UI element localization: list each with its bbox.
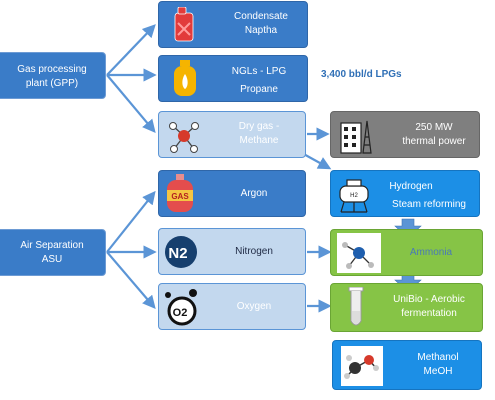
unibio-box: UniBio - Aerobic fermentation bbox=[330, 283, 483, 332]
unibio-label: UniBio - Aerobic fermentation bbox=[393, 294, 465, 319]
power-box: 250 MW thermal power bbox=[330, 111, 480, 158]
ngl-label-line2: Propane bbox=[240, 84, 278, 95]
condensate-label: Condensate Naptha bbox=[234, 11, 288, 36]
arrow-gpp-condensate bbox=[106, 24, 156, 76]
gpp-label: Gas processing plant (GPP) bbox=[17, 64, 87, 89]
nitrogen-label: Nitrogen bbox=[235, 246, 273, 257]
test-tube-icon bbox=[348, 287, 364, 326]
ammonia-molecule-icon bbox=[337, 233, 381, 273]
hydrogen-box: H2 Hydrogen Steam reforming bbox=[330, 170, 480, 217]
arrow-asu-argon bbox=[106, 190, 156, 253]
n2-icon: N2 bbox=[165, 236, 197, 268]
argon-box: GAS Argon bbox=[158, 170, 306, 217]
o2-icon: O2 bbox=[165, 289, 197, 326]
drygas-label: Dry gas - Methane bbox=[238, 121, 280, 146]
condensate-box: Condensate Naptha bbox=[158, 1, 308, 48]
methanol-box: Methanol MeOH bbox=[332, 340, 482, 390]
nitrogen-box: N2 Nitrogen bbox=[158, 228, 306, 275]
asu-label: Air Separation ASU bbox=[20, 240, 84, 265]
propane-cylinder-icon bbox=[174, 60, 196, 96]
o2-text: O2 bbox=[173, 307, 188, 319]
oxygen-label: Oxygen bbox=[236, 301, 272, 312]
storage-tank-icon: H2 bbox=[339, 179, 369, 213]
ngl-label-line1: NGLs - LPG bbox=[231, 66, 287, 77]
ammonia-label: Ammonia bbox=[409, 247, 453, 258]
methanol-label: Methanol MeOH bbox=[417, 352, 459, 377]
lpg-rate-label: 3,400 bbl/d LPGs bbox=[321, 69, 402, 80]
power-label: 250 MW thermal power bbox=[402, 122, 466, 147]
tank-text: H2 bbox=[350, 193, 358, 199]
methanol-molecule-icon bbox=[341, 346, 383, 386]
argon-label: Argon bbox=[240, 188, 268, 199]
n2-text: N2 bbox=[168, 245, 187, 262]
power-plant-icon bbox=[340, 120, 372, 154]
oxygen-box: O2 Oxygen bbox=[158, 283, 306, 330]
jerrycan-icon bbox=[174, 7, 194, 42]
ammonia-box: Ammonia bbox=[330, 229, 483, 276]
hydrogen-label-line1: Hydrogen bbox=[389, 181, 433, 192]
methane-molecule-icon bbox=[169, 122, 199, 153]
gas-cylinder-text: GAS bbox=[171, 192, 189, 201]
asu-box: Air Separation ASU bbox=[0, 229, 106, 276]
gpp-box: Gas processing plant (GPP) bbox=[0, 52, 106, 99]
arrow-gpp-drygas bbox=[106, 74, 156, 134]
gas-cylinder-icon: GAS bbox=[167, 174, 193, 212]
ngl-box: NGLs - LPG Propane bbox=[158, 55, 308, 102]
arrow-asu-oxygen bbox=[106, 251, 156, 310]
hydrogen-label-line2: Steam reforming bbox=[392, 199, 466, 210]
drygas-box: Dry gas - Methane bbox=[158, 111, 306, 158]
